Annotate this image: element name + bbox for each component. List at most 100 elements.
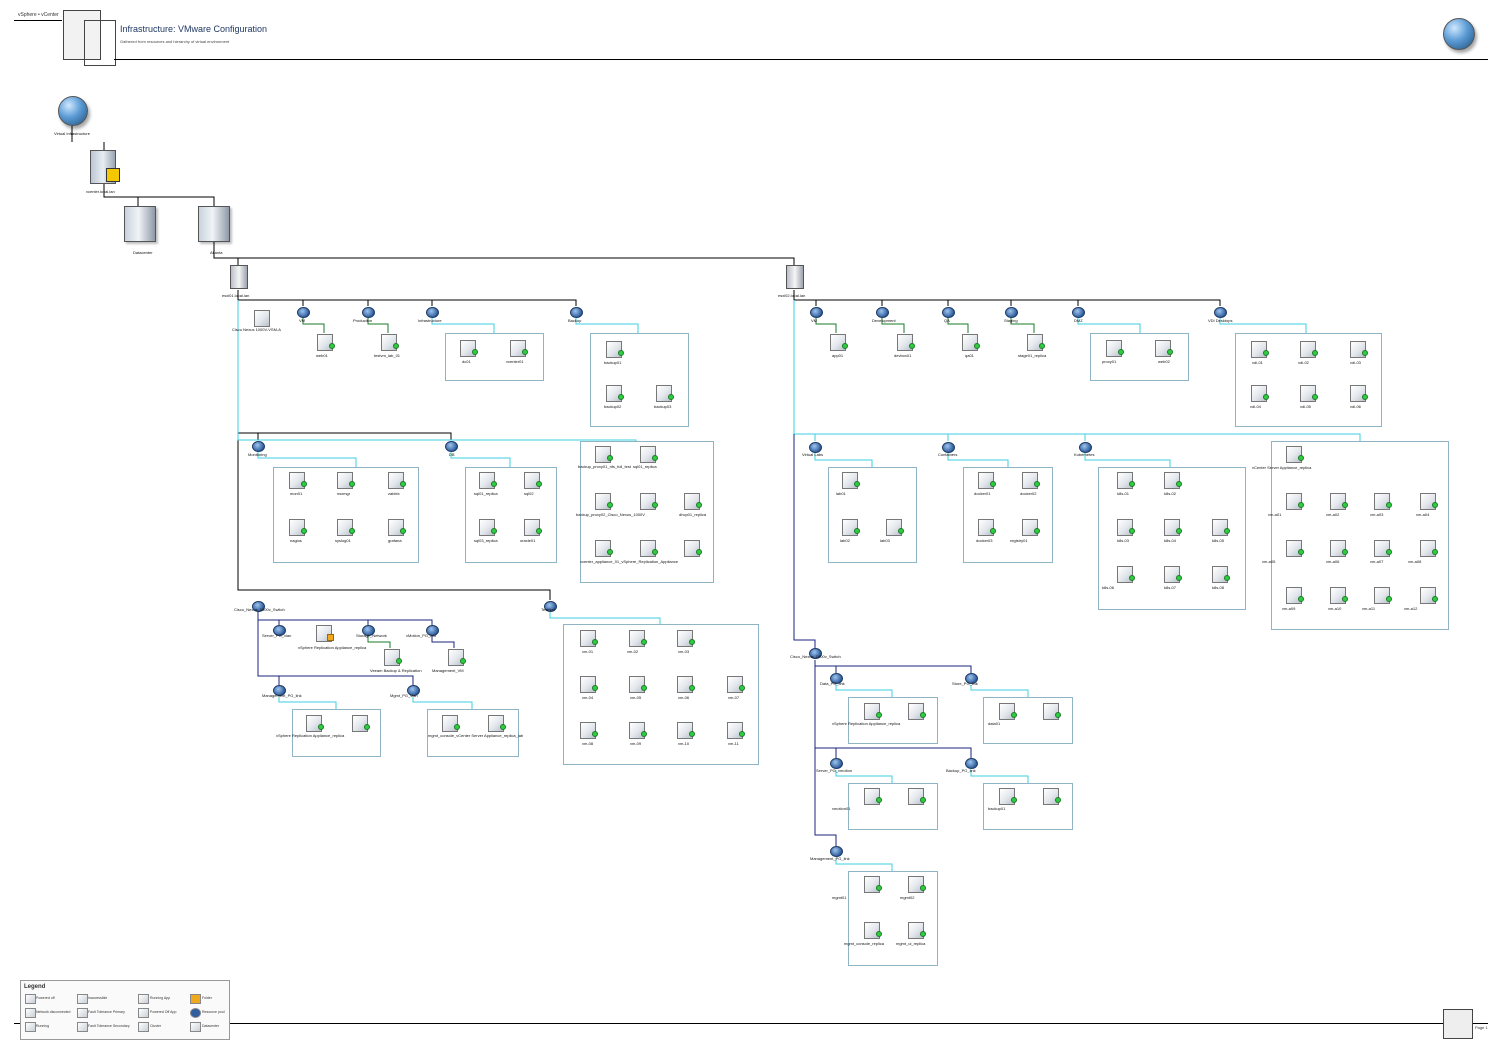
vm-icon[interactable] (908, 788, 926, 805)
vm-icon[interactable] (595, 493, 613, 510)
vm-icon[interactable] (1374, 493, 1392, 510)
portgroup-icon[interactable] (965, 673, 978, 684)
vm-icon[interactable] (1027, 334, 1045, 351)
vm-icon[interactable] (1374, 587, 1392, 604)
portgroup-icon[interactable] (407, 685, 420, 696)
vm-icon[interactable] (580, 630, 598, 647)
vm-icon[interactable] (337, 472, 355, 489)
vm-icon[interactable] (1286, 540, 1304, 557)
vm-icon[interactable] (886, 519, 904, 536)
network-icon[interactable] (1072, 307, 1085, 318)
vm-icon[interactable] (1106, 340, 1124, 357)
vm-icon[interactable] (1117, 519, 1135, 536)
network-icon[interactable] (1005, 307, 1018, 318)
network-icon[interactable] (544, 601, 557, 612)
esxi-host-icon[interactable] (786, 265, 804, 289)
vm-icon[interactable] (1350, 341, 1368, 358)
vm-icon[interactable] (595, 540, 613, 557)
vm-icon[interactable] (1164, 519, 1182, 536)
vm-icon[interactable] (510, 340, 528, 357)
vm-icon[interactable] (1286, 587, 1304, 604)
portgroup-icon[interactable] (426, 625, 439, 636)
vm-icon[interactable] (1022, 472, 1040, 489)
esxi-host-icon[interactable] (230, 265, 248, 289)
vm-icon[interactable] (388, 519, 406, 536)
vm-icon[interactable] (388, 472, 406, 489)
vm-icon[interactable] (479, 519, 497, 536)
network-icon[interactable] (810, 307, 823, 318)
vm-icon[interactable] (1374, 540, 1392, 557)
vcenter-server-icon[interactable] (90, 150, 116, 184)
vm-icon[interactable] (1043, 788, 1061, 805)
vm-icon[interactable] (1350, 385, 1368, 402)
vm-icon[interactable] (1251, 341, 1269, 358)
vm-icon[interactable] (1117, 472, 1135, 489)
vm-icon[interactable] (448, 649, 466, 666)
network-icon[interactable] (362, 307, 375, 318)
vm-icon[interactable] (864, 876, 882, 893)
vm-icon[interactable] (1212, 519, 1230, 536)
vm-icon[interactable] (999, 703, 1017, 720)
vm-icon[interactable] (908, 876, 926, 893)
vm-icon[interactable] (864, 922, 882, 939)
vm-icon[interactable] (1117, 566, 1135, 583)
vm-icon[interactable] (842, 472, 860, 489)
portgroup-icon[interactable] (362, 625, 375, 636)
vm-icon[interactable] (640, 446, 658, 463)
portgroup-icon[interactable] (273, 625, 286, 636)
vm-icon[interactable] (1251, 385, 1269, 402)
vm-icon[interactable] (317, 334, 335, 351)
vm-icon[interactable] (677, 630, 695, 647)
vm-icon[interactable] (640, 493, 658, 510)
vm-icon[interactable] (864, 788, 882, 805)
vm-icon[interactable] (656, 385, 674, 402)
vm-icon[interactable] (908, 922, 926, 939)
network-icon[interactable] (809, 442, 822, 453)
portgroup-icon[interactable] (273, 685, 286, 696)
network-icon[interactable] (1214, 307, 1227, 318)
vm-icon[interactable] (727, 676, 745, 693)
portgroup-icon[interactable] (830, 846, 843, 857)
vm-icon[interactable] (1022, 519, 1040, 536)
network-icon[interactable] (445, 441, 458, 452)
vm-icon[interactable] (1300, 385, 1318, 402)
vm-icon[interactable] (460, 340, 478, 357)
vm-icon[interactable] (1330, 587, 1348, 604)
vm-icon[interactable] (629, 722, 647, 739)
vm-icon[interactable] (352, 715, 370, 732)
vm-icon[interactable] (908, 703, 926, 720)
network-icon[interactable] (1079, 442, 1092, 453)
vm-icon[interactable] (629, 676, 647, 693)
vm-icon[interactable] (727, 722, 745, 739)
vm-icon[interactable] (864, 703, 882, 720)
vm-icon[interactable] (381, 334, 399, 351)
network-icon[interactable] (876, 307, 889, 318)
vm-icon[interactable] (479, 472, 497, 489)
network-icon[interactable] (297, 307, 310, 318)
vm-icon[interactable] (289, 519, 307, 536)
vm-icon[interactable] (677, 676, 695, 693)
vm-icon[interactable] (254, 310, 270, 327)
vm-icon[interactable] (606, 341, 624, 358)
vm-icon[interactable] (677, 722, 695, 739)
vm-icon[interactable] (1286, 446, 1304, 463)
vm-icon[interactable] (1155, 340, 1173, 357)
vm-icon[interactable] (488, 715, 506, 732)
vm-icon[interactable] (442, 715, 460, 732)
datacenter-icon[interactable] (124, 206, 156, 242)
switch-icon[interactable] (809, 648, 822, 659)
network-icon[interactable] (426, 307, 439, 318)
vm-icon[interactable] (580, 676, 598, 693)
portgroup-icon[interactable] (965, 758, 978, 769)
vm-icon[interactable] (684, 540, 702, 557)
vm-icon[interactable] (897, 334, 915, 351)
portgroup-icon[interactable] (830, 673, 843, 684)
vm-icon[interactable] (999, 788, 1017, 805)
vm-icon[interactable] (830, 334, 848, 351)
network-icon[interactable] (570, 307, 583, 318)
switch-icon[interactable] (252, 601, 265, 612)
vm-icon[interactable] (1420, 493, 1438, 510)
vm-icon[interactable] (1330, 493, 1348, 510)
vm-icon[interactable] (595, 446, 613, 463)
vm-icon[interactable] (842, 519, 860, 536)
